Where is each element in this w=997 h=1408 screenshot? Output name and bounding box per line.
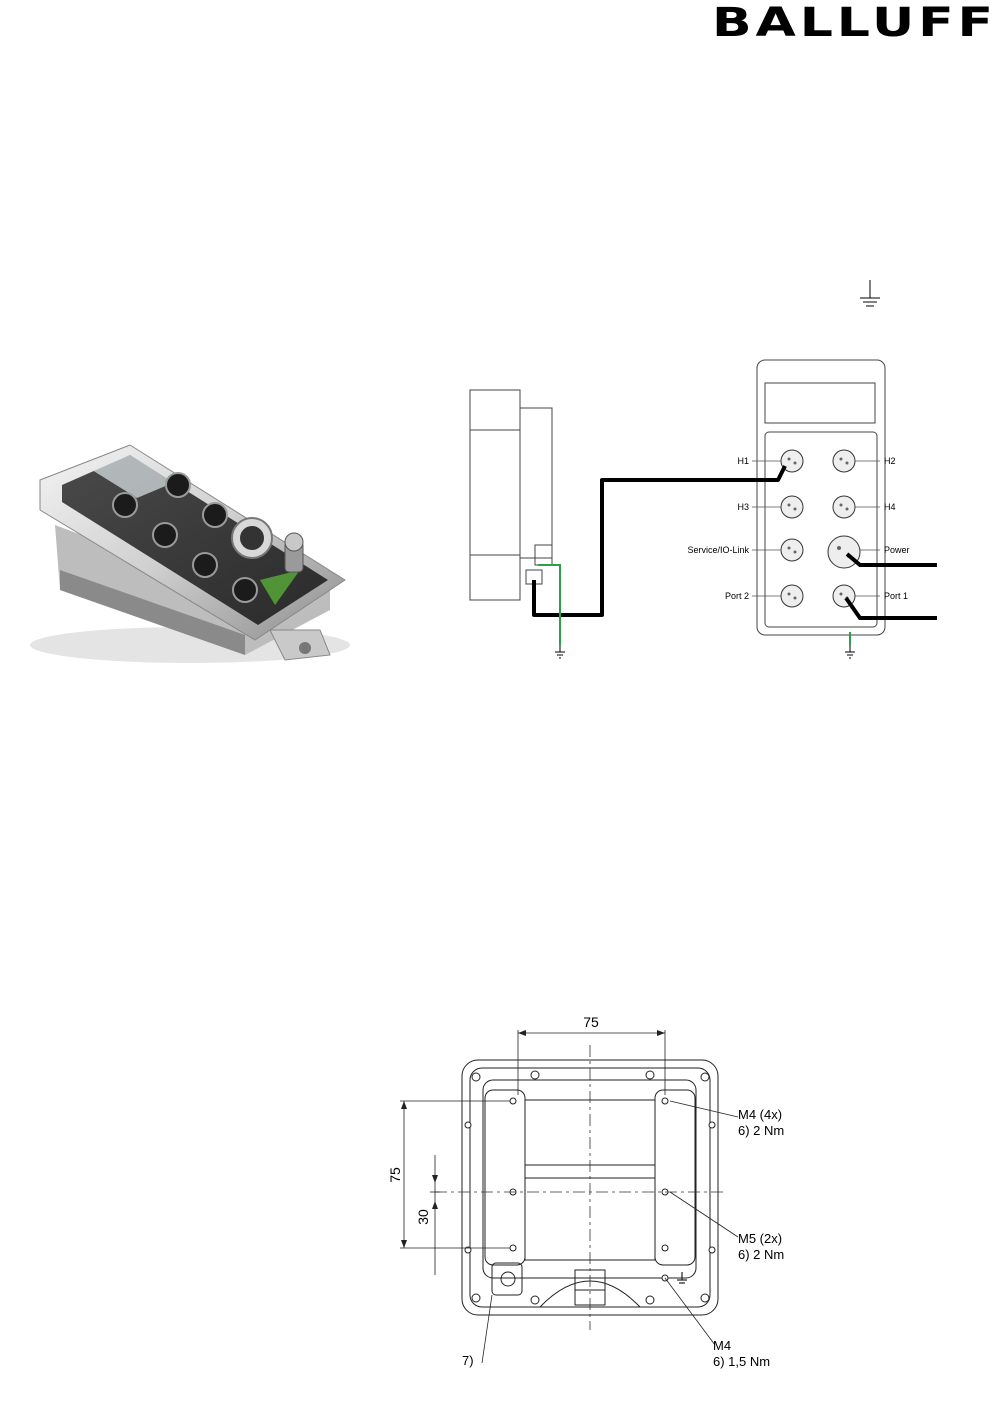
dimension-center: 30 <box>415 1209 431 1225</box>
module-side-view <box>470 390 552 600</box>
callout-m4-torque: 6) 1,5 Nm <box>713 1354 770 1369</box>
mounting-dimension-drawing: 75 75 30 M4 (4x) 6) 2 Nm M5 (2x) 6) 2 Nm… <box>380 1005 820 1385</box>
port-label-h4: H4 <box>884 502 896 512</box>
callout-m4-label: M4 <box>713 1338 731 1353</box>
power-cable <box>847 554 937 565</box>
callout-m5-torque: 6) 2 Nm <box>738 1247 784 1262</box>
product-photo <box>0 430 375 675</box>
callout-m4-4x-torque: 6) 2 Nm <box>738 1123 784 1138</box>
ground-wire-left <box>538 565 560 645</box>
port1-cable <box>846 598 937 618</box>
callout-m4-4x-label: M4 (4x) <box>738 1107 782 1122</box>
logo-text: BALLUFF <box>712 2 997 40</box>
callout-m5-label: M5 (2x) <box>738 1231 782 1246</box>
port-label-port2: Port 2 <box>725 591 749 601</box>
dimension-height: 75 <box>387 1167 403 1183</box>
port-label-h2: H2 <box>884 456 896 466</box>
port-label-power: Power <box>884 545 910 555</box>
ground-symbol-icon <box>860 280 880 306</box>
module-front-view <box>757 360 885 635</box>
port-label-h1: H1 <box>737 456 749 466</box>
dimension-width: 75 <box>583 1014 599 1030</box>
port-label-service: Service/IO-Link <box>687 545 749 555</box>
port-label-h3: H3 <box>737 502 749 512</box>
balluff-logo: BALLUFF <box>712 2 997 40</box>
port-label-port1: Port 1 <box>884 591 908 601</box>
callout-7: 7) <box>462 1353 474 1368</box>
wiring-diagram: H1 H2 H3 H4 Service/IO-Link Power Port 2… <box>460 280 997 680</box>
